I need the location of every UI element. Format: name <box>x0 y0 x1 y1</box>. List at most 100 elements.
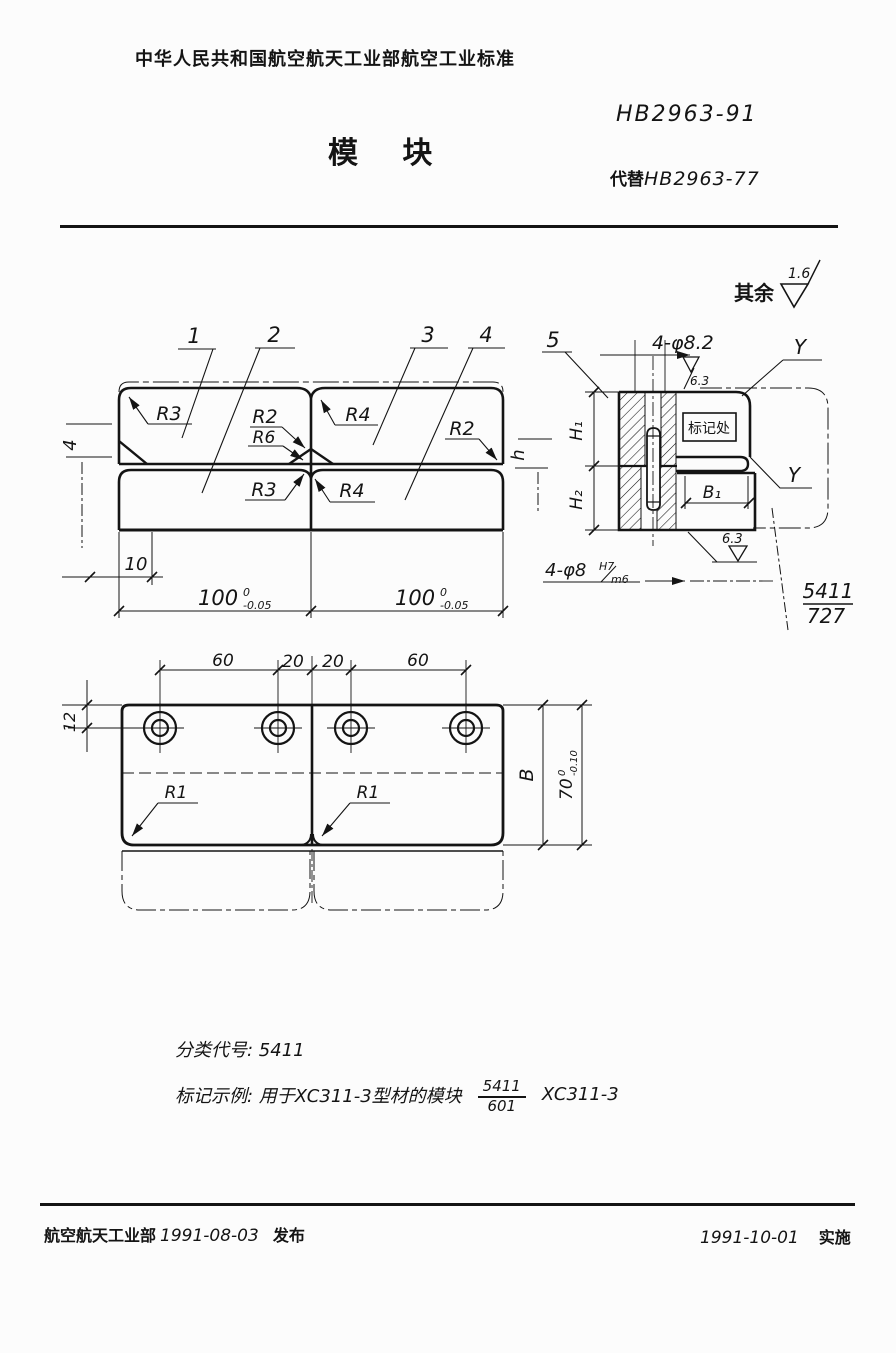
marking-code-numerator: 5411 <box>477 1077 526 1099</box>
dim-20-right: 20 <box>322 652 344 672</box>
dim-h1-label: H₁ <box>567 421 587 441</box>
dim100-left-tol-top: 0 <box>243 586 250 599</box>
r4-top-leader <box>321 400 378 426</box>
item1-number: 1 <box>187 324 200 348</box>
dim-oblique-ticks <box>84 571 509 617</box>
dowel-pin <box>646 427 661 511</box>
hole-centerlines <box>68 656 490 753</box>
r3-bot-leader <box>245 474 304 501</box>
item4-leader <box>404 347 505 501</box>
item5-number: 5 <box>546 328 559 352</box>
dim-20-left: 20 <box>282 652 304 672</box>
marking-code-denominator: 601 <box>487 1097 517 1116</box>
section-left-bottom-outline <box>617 392 757 532</box>
dim100-left-tol-bot: -0.05 <box>243 599 271 612</box>
dim100-extensions <box>118 532 504 618</box>
marking-box-label: 标记处 <box>688 420 730 436</box>
surface-note-prefix: 其余 <box>734 281 775 305</box>
part-code-numerator: 5411 <box>803 579 854 603</box>
marking-example: 标记示例: 用于XC311-3型材的模块 5411 601 XC311-3 <box>175 1076 619 1116</box>
hatch-left-lower <box>618 465 642 531</box>
dim4-ticks <box>66 423 112 458</box>
phantom-lower-right <box>313 851 504 911</box>
r2-mid-leader <box>250 426 305 448</box>
section-tongue <box>676 455 750 473</box>
replaces-prefix: 代替 <box>610 170 644 189</box>
roughness-triangle-top <box>681 356 701 374</box>
footer-rule <box>40 1203 855 1206</box>
front-view: 1 2 3 4 R3 R2 R6 R4 R2 R3 R4 <box>60 323 552 618</box>
roughness-triangle-icon <box>779 283 810 309</box>
right-dim-ticks <box>537 699 588 851</box>
item3-number: 3 <box>421 323 434 347</box>
marking-suffix: XC311-3 <box>541 1084 619 1106</box>
roughness-triangle-bottom <box>727 545 749 563</box>
item5-leader <box>542 351 609 399</box>
marking-prefix: 标记示例: 用于XC311-3型材的模块 <box>175 1085 462 1107</box>
surface-roughness-note: 其余 1.6 <box>734 259 821 309</box>
fit-numerator: H7 <box>599 560 614 573</box>
r4-bot-leader <box>315 479 375 503</box>
dim100-right-tol-bot: -0.05 <box>440 599 468 612</box>
marking-box <box>682 412 737 442</box>
dim70-tol-bot: -0.10 <box>569 750 580 776</box>
dim-b-label: B <box>516 768 538 781</box>
roughness-bottom-leader <box>687 531 757 563</box>
marking-code-fraction: 5411 601 <box>477 1077 526 1116</box>
top-dim-ticks <box>154 664 472 676</box>
dim-h2-label: H₂ <box>567 490 587 510</box>
holes-top-dim-value: 4-φ8.2 <box>652 332 714 354</box>
r1-right-leader <box>322 802 390 836</box>
r4-bot-label: R4 <box>339 480 364 502</box>
footer-impl-action: 实施 <box>818 1230 851 1247</box>
dim100-right-tol-top: 0 <box>440 586 447 599</box>
r3-top-label: R3 <box>156 403 181 425</box>
b1-dim-ticks <box>680 497 755 509</box>
dim-60-left: 60 <box>212 651 234 671</box>
r3-bot-label: R3 <box>251 479 276 501</box>
r2-mid-label: R2 <box>252 406 277 428</box>
r3-top-leader <box>129 397 192 425</box>
dim12-lines <box>62 680 122 752</box>
section-view: 标记处 5 4-φ8.2 6.3 Y Y H₁ H₂ <box>542 328 854 631</box>
dim10-value: 10 <box>125 554 148 575</box>
page-title: 模 块 <box>328 137 451 170</box>
standard-org-line: 中华人民共和国航空航天工业部航空工业标准 <box>135 49 515 69</box>
footer-issue-action: 发布 <box>272 1228 305 1245</box>
standard-code: HB2963-91 <box>616 102 758 127</box>
hatch-left-upper <box>618 391 646 467</box>
dim-60-right: 60 <box>407 651 429 671</box>
roughness-slash-top <box>683 367 695 390</box>
footer-issuing-org: 航空航天工业部 <box>44 1228 157 1245</box>
dim-b1-label: B₁ <box>703 483 721 503</box>
r2-right-label: R2 <box>449 418 474 440</box>
datum-y-mid-label: Y <box>788 463 802 487</box>
phantom-profile-outline <box>700 387 829 529</box>
r1-left-leader <box>132 802 198 836</box>
replaces-code: HB2963-77 <box>644 168 760 190</box>
pin-end-lines <box>647 435 660 503</box>
dim12-value: 12 <box>60 712 79 732</box>
item2-number: 2 <box>267 323 280 347</box>
r1-left-label: R1 <box>165 783 188 803</box>
footer-impl-date: 1991-10-01 <box>700 1228 799 1248</box>
bottom-view: 60 20 20 60 12 R1 R1 B 70 0 - <box>60 651 592 911</box>
holes-bottom-dim-value: 4-φ8 <box>545 560 586 581</box>
replaces-note: 代替HB2963-77 <box>610 165 760 190</box>
engineering-drawing: 其余 1.6 1 2 3 <box>60 259 854 911</box>
r2-right-leader <box>445 438 497 460</box>
dim100-right-value: 100 <box>395 586 435 610</box>
part-code-leader <box>771 507 789 631</box>
datum-y-top-label: Y <box>794 335 808 359</box>
r6-leader <box>248 445 303 460</box>
footer-issue: 航空航天工业部 1991-08-03 发布 <box>44 1222 305 1246</box>
item4-number: 4 <box>479 323 492 347</box>
r4-top-label: R4 <box>345 404 370 426</box>
fit-denominator: m6 <box>611 573 629 586</box>
radius-leaders <box>129 397 497 503</box>
roughness-top-value: 6.3 <box>690 374 709 388</box>
datum-y-top-leader <box>741 359 822 397</box>
height-dim-lines <box>585 391 619 531</box>
roughness-bottom-value: 6.3 <box>722 532 743 547</box>
